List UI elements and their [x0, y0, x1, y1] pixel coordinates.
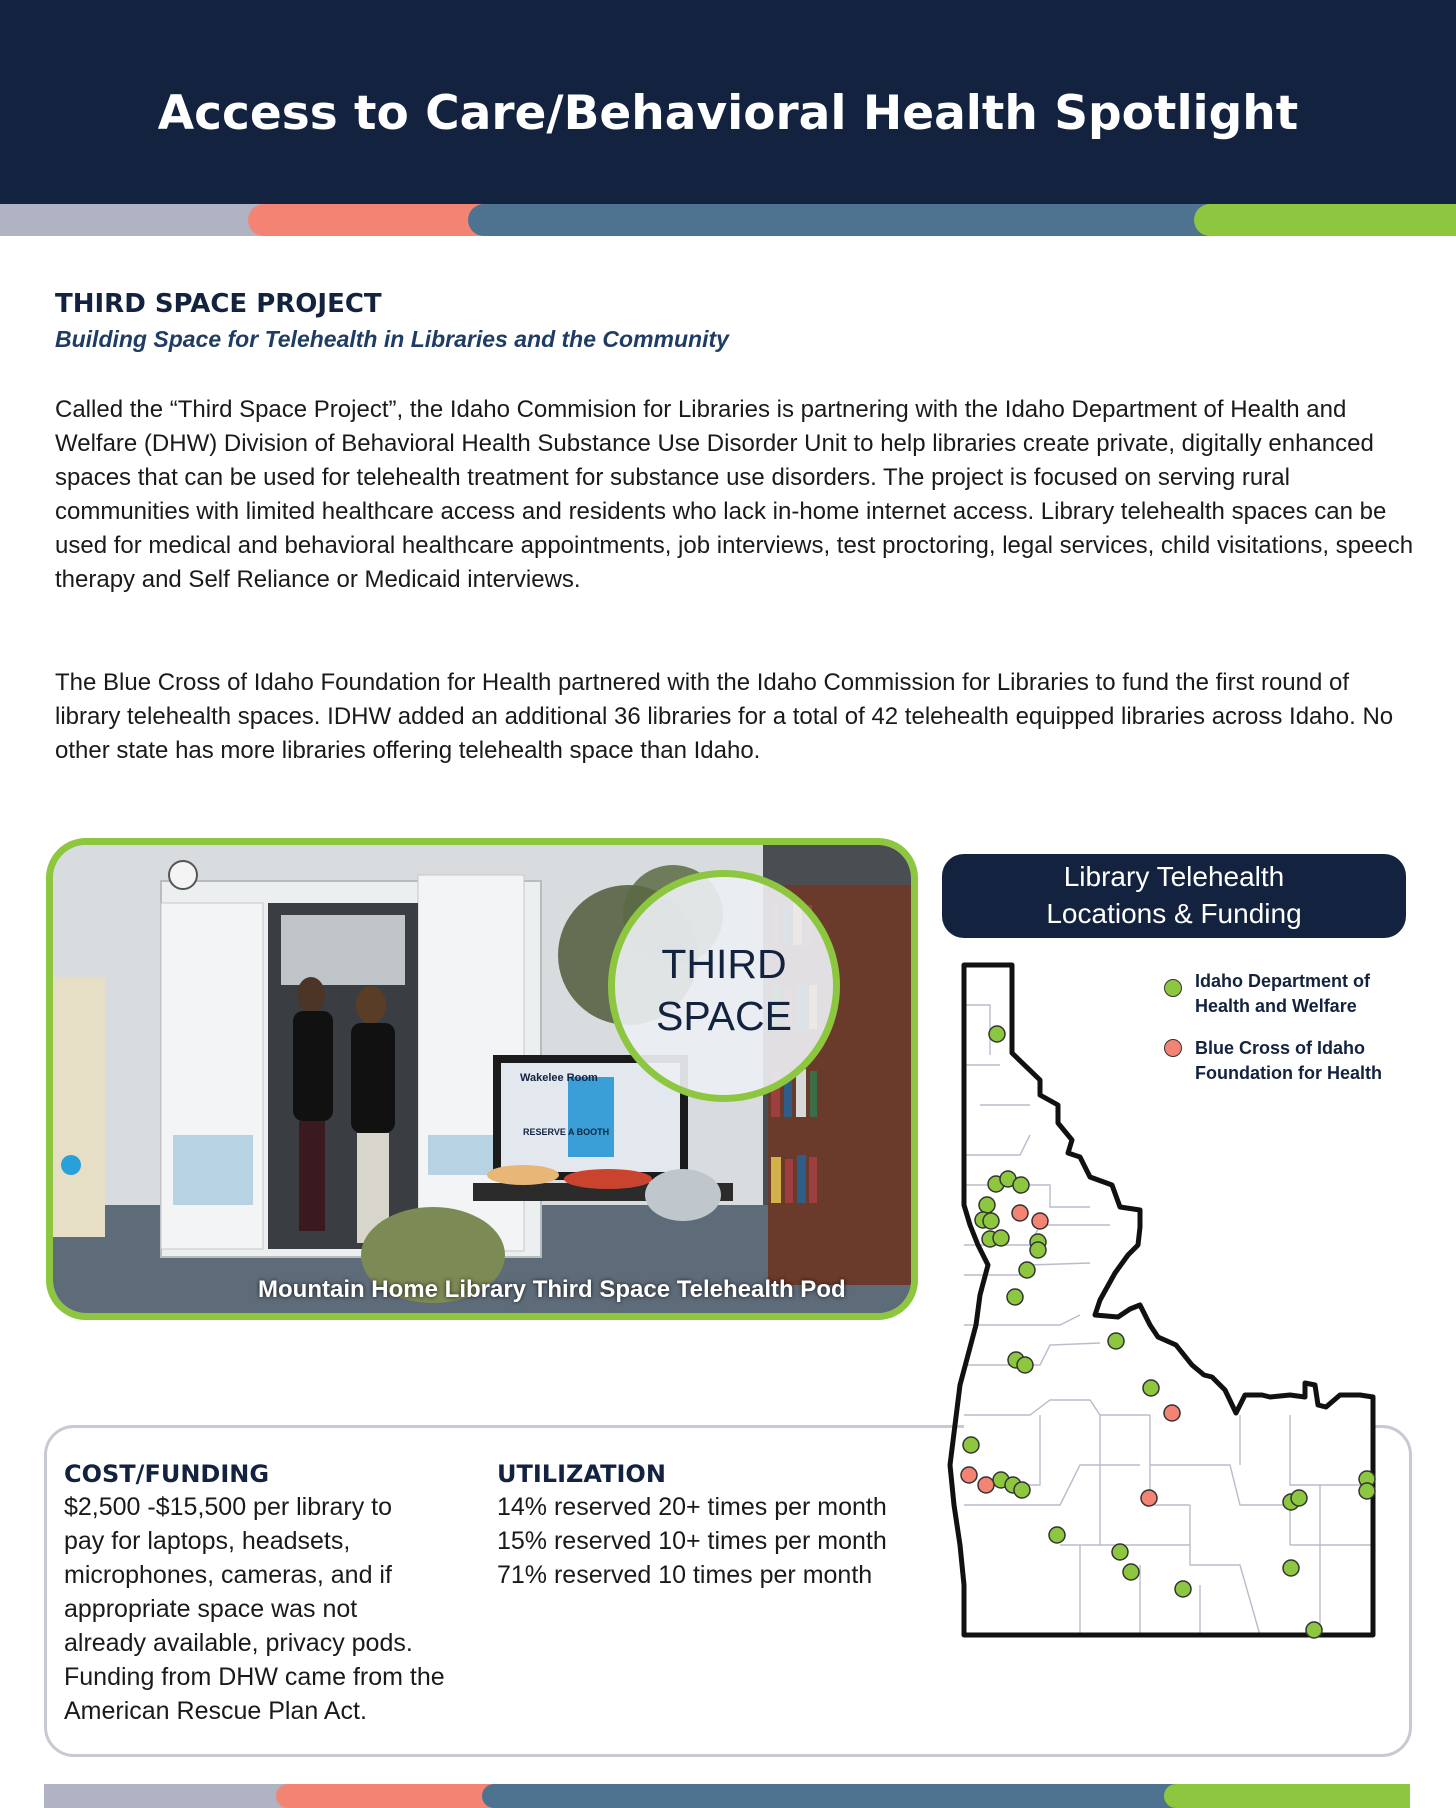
intro-paragraph-2: The Blue Cross of Idaho Foundation for H…	[55, 669, 1394, 764]
tv-sign-text: Wakelee Room	[520, 1072, 598, 1084]
map-title-line-2: Locations & Funding	[1046, 898, 1302, 929]
legend-bluecross-line-1: Blue Cross of Idaho	[1195, 1038, 1366, 1058]
header-stripe-blue	[468, 204, 1228, 236]
cost-funding-text: $2,500 -$15,500 per library to pay for l…	[64, 1493, 445, 1725]
dhw-location-dots	[962, 1025, 1376, 1639]
section-title: THIRD SPACE PROJECT	[55, 289, 382, 319]
footer-stripe-green	[1164, 1784, 1410, 1808]
idaho-outline	[947, 962, 1376, 1638]
intro-paragraph-1: Called the “Third Space Project”, the Id…	[55, 396, 1414, 593]
legend-bluecross-label: Blue Cross of Idaho Foundation for Healt…	[1195, 1036, 1382, 1086]
idaho-map	[947, 962, 1376, 1639]
section-subtitle: Building Space for Telehealth in Librari…	[55, 326, 729, 352]
utilization-line-2: 15% reserved 10+ times per month	[497, 1527, 887, 1555]
legend-dhw-dot	[1164, 979, 1182, 997]
page-header: Access to Care/Behavioral Health Spotlig…	[0, 0, 1456, 204]
legend-dhw-label: Idaho Department of Health and Welfare	[1195, 969, 1370, 1019]
tv-reserve-text: RESERVE A BOOTH	[523, 1127, 609, 1137]
third-space-badge: THIRD SPACE	[608, 870, 840, 1102]
page-title: Access to Care/Behavioral Health Spotlig…	[157, 86, 1299, 141]
bluecross-location-dots	[960, 1204, 1181, 1507]
badge-line-2: SPACE	[656, 993, 792, 1039]
footer-stripe-salmon	[276, 1784, 516, 1808]
legend-dhw-line-2: Health and Welfare	[1195, 996, 1357, 1016]
header-stripe-salmon	[248, 204, 508, 236]
footer-stripe-gray	[44, 1784, 304, 1808]
idaho-fill	[964, 965, 1373, 1635]
utilization-line-3: 71% reserved 10 times per month	[497, 1561, 873, 1589]
legend-dhw-line-1: Idaho Department of	[1195, 971, 1371, 991]
header-stripe-green	[1194, 204, 1456, 236]
legend-bluecross-dot	[1164, 1039, 1182, 1057]
map-title-box: Library Telehealth Locations & Funding	[942, 854, 1406, 938]
badge-line-1: THIRD	[661, 941, 787, 987]
map-title-line-1: Library Telehealth	[1063, 861, 1285, 892]
utilization-heading: UTILIZATION	[497, 1460, 666, 1488]
cost-funding-heading: COST/FUNDING	[64, 1460, 270, 1488]
utilization-line-1: 14% reserved 20+ times per month	[497, 1493, 887, 1521]
photo-caption: Mountain Home Library Third Space Telehe…	[258, 1276, 846, 1303]
legend-bluecross-line-2: Foundation for Health	[1195, 1063, 1382, 1083]
footer-stripe-blue	[482, 1784, 1182, 1808]
